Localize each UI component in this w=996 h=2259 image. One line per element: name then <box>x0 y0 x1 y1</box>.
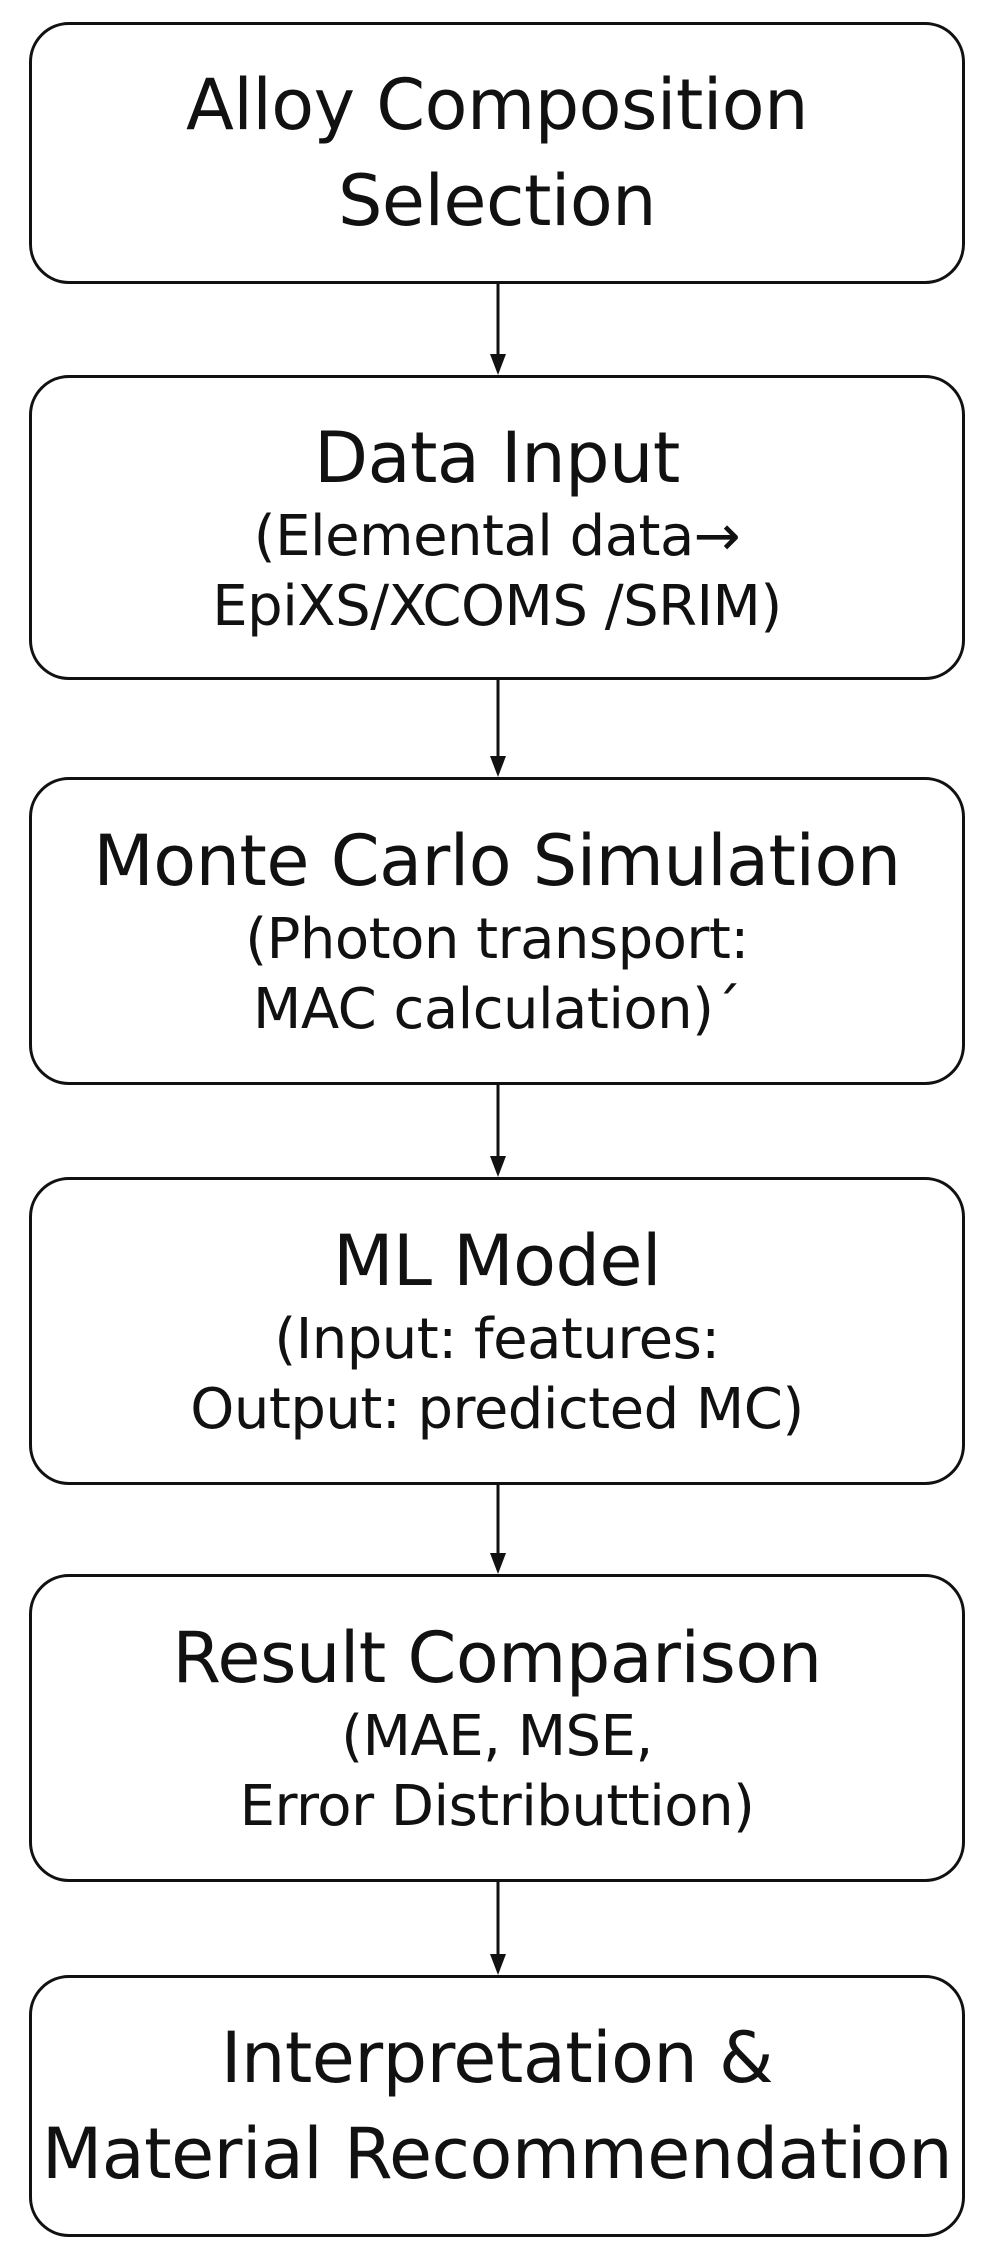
step-monte-carlo-simulation: Monte Carlo Simulation (Photon transport… <box>29 777 965 1085</box>
step-result-comparison: Result Comparison (MAE, MSE, Error Distr… <box>29 1574 965 1882</box>
arrow-down-icon <box>490 1882 506 1975</box>
step-title: Interpretation & Material Recommendation <box>41 2017 953 2195</box>
arrow-down-icon <box>490 1485 506 1574</box>
step-data-input: Data Input (Elemental data→ EpiXS/XCOMS … <box>29 375 965 680</box>
step-interpretation-material-recommendation: Interpretation & Material Recommendation <box>29 1975 965 2237</box>
step-title: Alloy Composition Selection <box>186 64 808 242</box>
step-title: Result Comparison <box>172 1617 822 1699</box>
step-ml-model: ML Model (Input: features: Output: predi… <box>29 1177 965 1485</box>
step-alloy-composition-selection: Alloy Composition Selection <box>29 22 965 284</box>
arrow-down-icon <box>490 284 506 375</box>
step-subtitle: (Photon transport: MAC calculation)´ <box>245 907 749 1042</box>
step-subtitle: (MAE, MSE, Error Distributtion) <box>239 1704 755 1839</box>
step-title: ML Model <box>333 1220 661 1302</box>
arrow-down-icon <box>490 1085 506 1177</box>
step-title: Data Input <box>314 416 680 499</box>
step-title: Monte Carlo Simulation <box>93 820 901 902</box>
arrow-down-icon <box>490 680 506 777</box>
step-subtitle: (Elemental data→ EpiXS/XCOMS /SRIM) <box>212 503 782 639</box>
step-subtitle: (Input: features: Output: predicted MC) <box>190 1307 804 1442</box>
